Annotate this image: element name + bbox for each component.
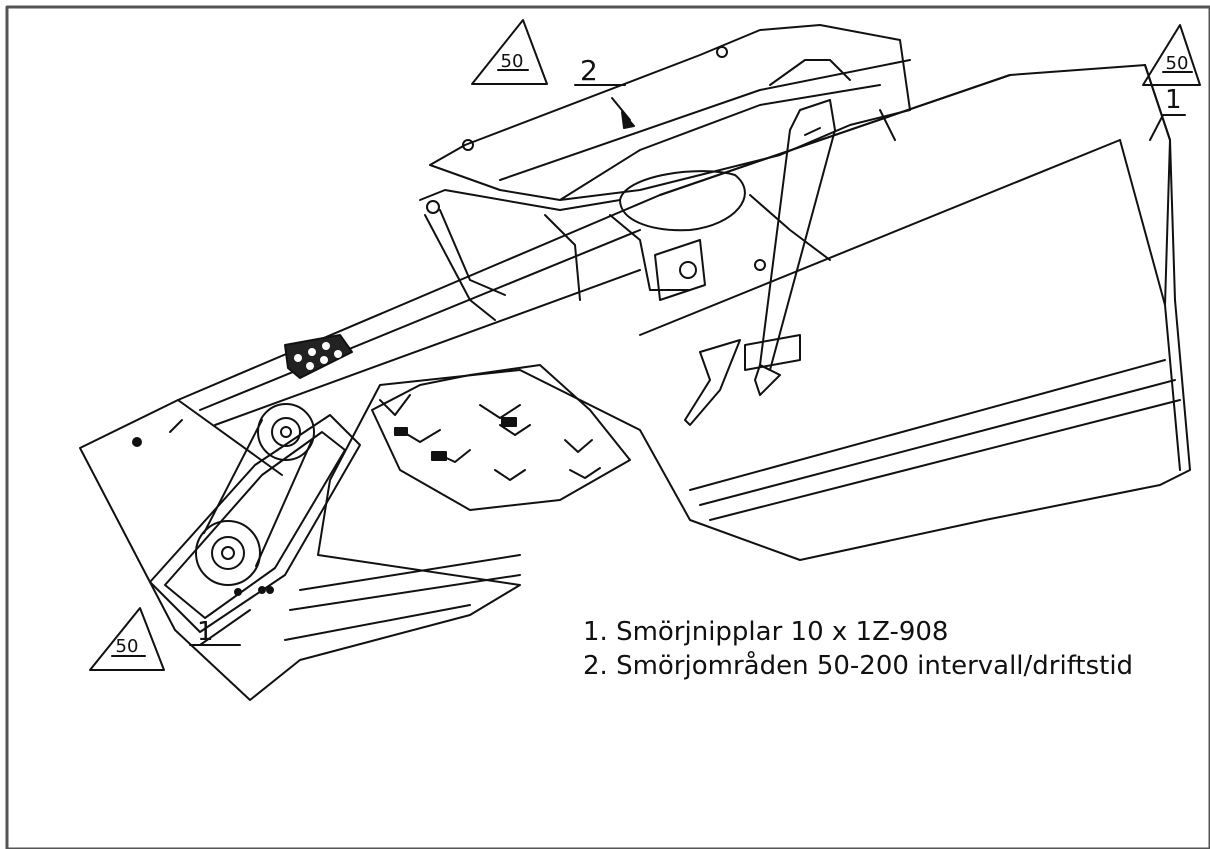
chain-gear [284, 334, 353, 379]
lube-interval-label-top-left: 50 [501, 51, 524, 72]
lube-interval-label-bottom-left: 50 [116, 636, 139, 657]
lube-interval-symbol-top-right: 50 [1142, 24, 1201, 86]
callout-lines [189, 84, 1186, 646]
callout-2: 2 [580, 54, 598, 87]
lube-interval-label-top-right: 50 [1166, 53, 1189, 74]
callout-1-bottom-left: 1 [197, 617, 214, 647]
diagram-frame [5, 5, 1210, 849]
legend-item-grease-nipples: 1. Smörjnipplar 10 x 1Z-908 [583, 617, 949, 647]
support-strut [684, 99, 836, 426]
frame-and-hitch [419, 24, 911, 321]
callout-1-top-right: 1 [1165, 85, 1182, 115]
lube-interval-symbol-top-left: 50 [471, 19, 548, 85]
legend: 1. Smörjnipplar 10 x 1Z-908 2. Smörjområ… [583, 615, 1133, 683]
flail-rotor-cutaway [371, 364, 631, 511]
belt-cover [132, 403, 361, 633]
lube-interval-symbol-bottom-left: 50 [89, 607, 165, 671]
legend-item-lube-areas: 2. Smörjområden 50-200 intervall/driftst… [583, 651, 1134, 681]
mower-housing [79, 64, 1191, 701]
